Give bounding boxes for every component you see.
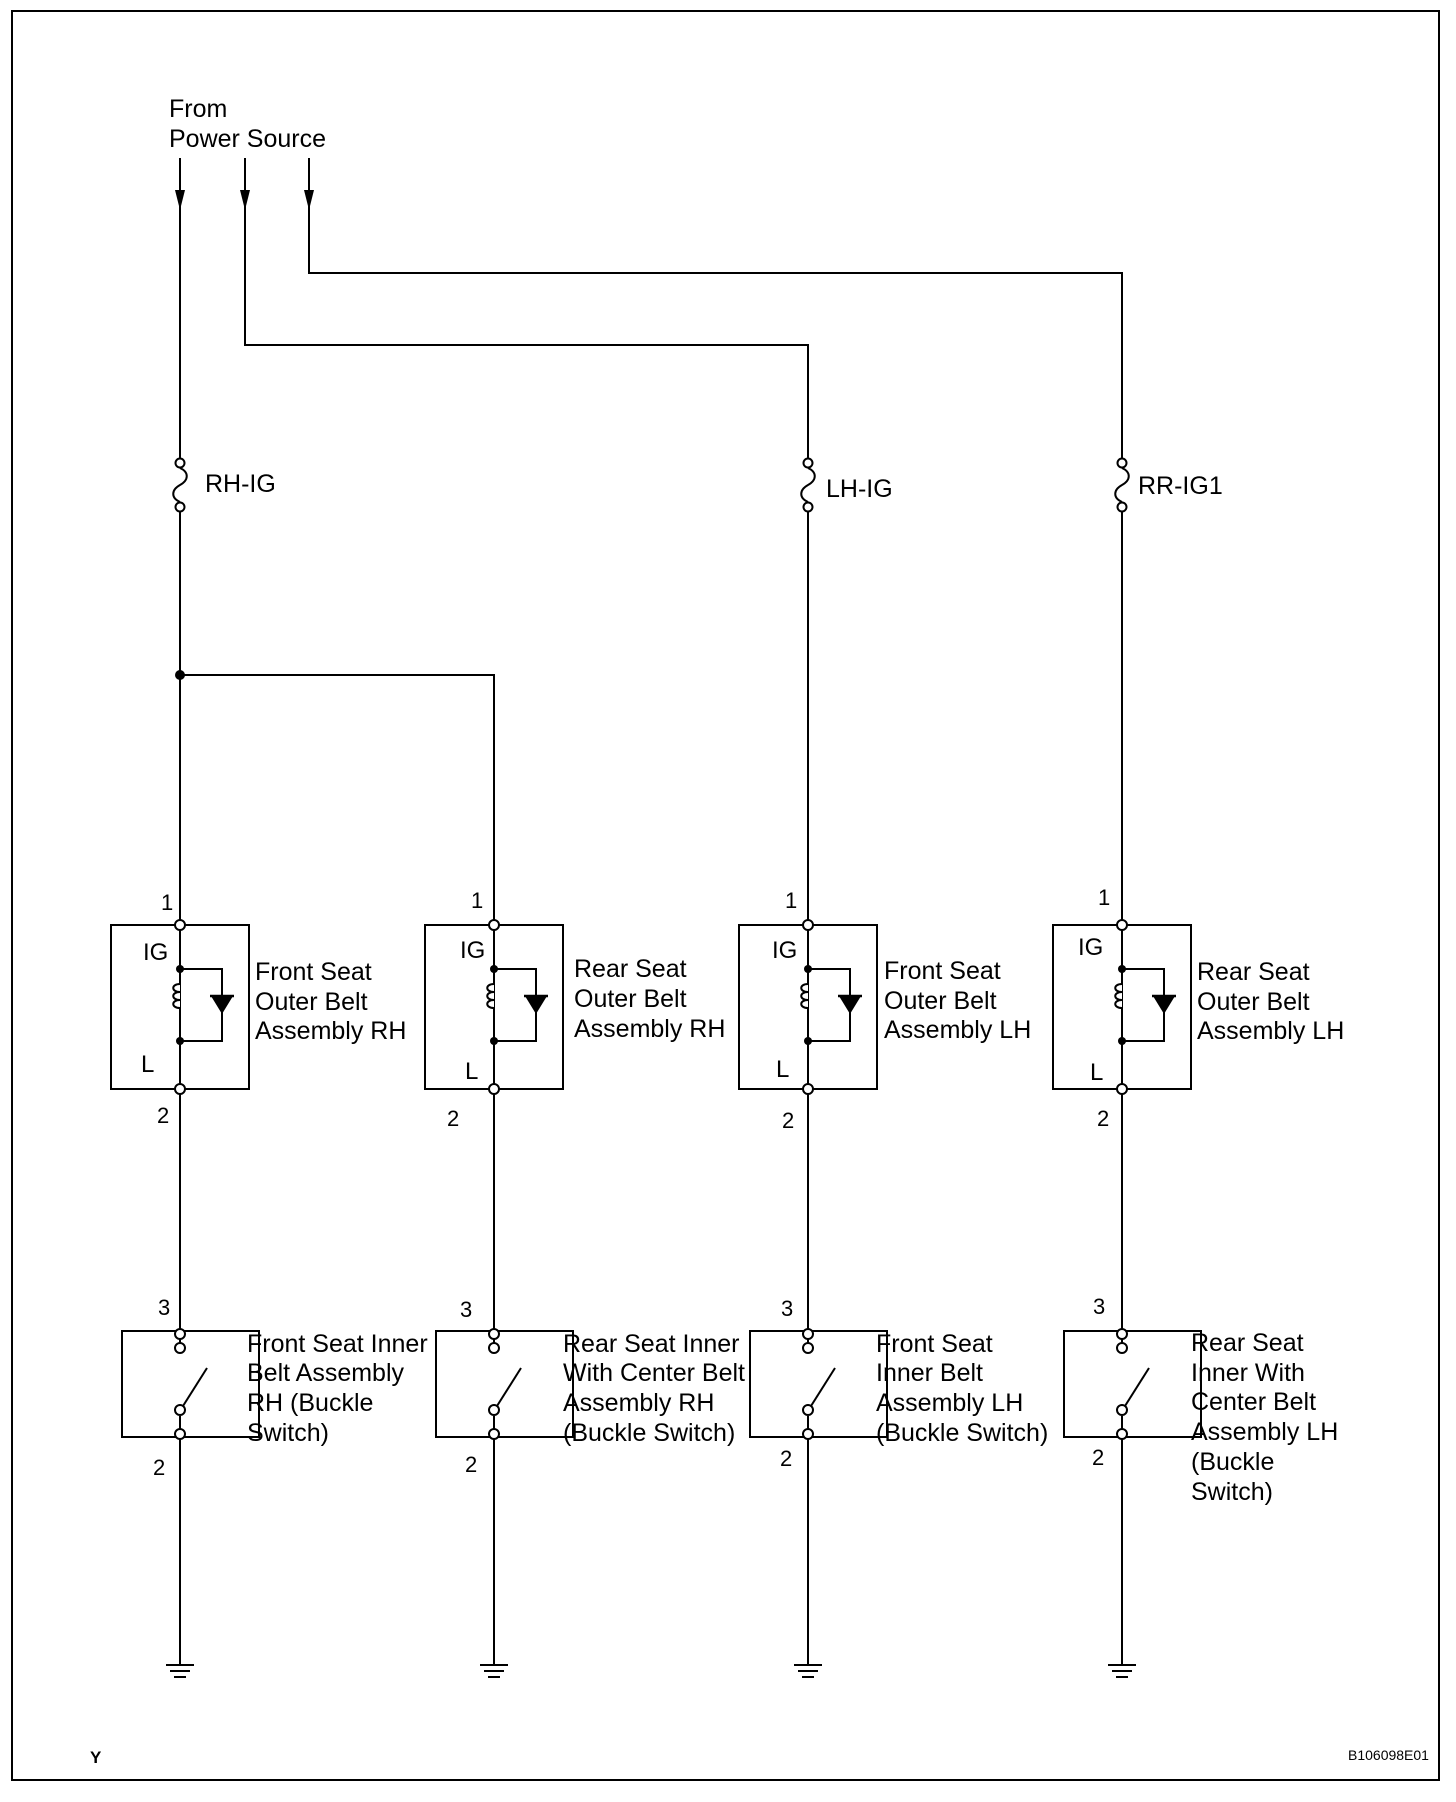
corner-left-mark: Y: [90, 1748, 102, 1767]
sensor-rear-rh-term-l: L: [465, 1058, 478, 1085]
sensor-front-lh: [737, 918, 879, 1096]
fuse-rr-symbol: [1114, 457, 1130, 513]
sensor-front-rh-term-l: L: [141, 1051, 154, 1078]
sensor-rear-rh-pin2: 2: [447, 1106, 459, 1131]
switch-front-rh-pin2: 2: [153, 1455, 165, 1480]
sensor-front-rh-pin1: 1: [161, 890, 173, 915]
source-label-line1: From: [169, 95, 227, 123]
switch-front-rh: [121, 1328, 260, 1440]
sensor-front-lh-term-ig: IG: [772, 937, 797, 964]
sensor-front-lh-term-l: L: [776, 1056, 789, 1083]
switch-rear-rh-label: Rear Seat Inner With Center Belt Assembl…: [563, 1330, 752, 1447]
ground-icon-rear-rh: [479, 1664, 509, 1678]
sensor-rear-lh-term-l: L: [1090, 1059, 1103, 1086]
fuse-lh-label: LH-IG: [826, 475, 893, 503]
switch-front-rh-label: Front Seat Inner Belt Assembly RH (Buckl…: [247, 1330, 435, 1447]
fuse-rh-symbol: [172, 457, 188, 513]
sensor-front-rh-term-ig: IG: [143, 939, 168, 966]
switch-rear-lh: [1063, 1328, 1202, 1440]
switch-rear-lh-pin3: 3: [1093, 1294, 1105, 1319]
switch-front-lh: [749, 1328, 888, 1440]
sensor-front-lh-pin2: 2: [782, 1108, 794, 1133]
ground-icon-rear-lh: [1107, 1664, 1137, 1678]
switch-front-lh-pin3: 3: [781, 1296, 793, 1321]
sensor-front-lh-label: Front Seat Outer Belt Assembly LH: [884, 957, 1031, 1044]
fuse-rr-label: RR-IG1: [1138, 472, 1223, 500]
fuse-lh-symbol: [800, 457, 816, 513]
sensor-front-rh-pin2: 2: [157, 1103, 169, 1128]
sensor-front-rh: [109, 918, 251, 1096]
diagram-frame: [11, 10, 1440, 1781]
ground-icon-front-lh: [793, 1664, 823, 1678]
sensor-front-rh-label: Front Seat Outer Belt Assembly RH: [255, 958, 406, 1045]
sensor-front-lh-pin1: 1: [785, 888, 797, 913]
junction-dot: [175, 670, 185, 680]
sensor-rear-lh-term-ig: IG: [1078, 934, 1103, 961]
sensor-rear-rh: [423, 918, 565, 1096]
switch-rear-rh-pin2: 2: [465, 1452, 477, 1477]
switch-front-lh-label: Front Seat Inner Belt Assembly LH (Buckl…: [876, 1330, 1048, 1447]
sensor-rear-lh-label: Rear Seat Outer Belt Assembly LH: [1197, 958, 1344, 1045]
wire-rear-rh-branch: [180, 674, 495, 1665]
source-label-line2: Power Source: [169, 125, 326, 153]
sensor-rear-lh-pin1: 1: [1098, 885, 1110, 910]
fuse-rh-label: RH-IG: [205, 470, 276, 498]
sensor-rear-rh-term-ig: IG: [460, 937, 485, 964]
switch-rear-rh: [435, 1328, 574, 1440]
sensor-rear-rh-pin1: 1: [471, 888, 483, 913]
switch-rear-lh-label: Rear Seat Inner With Center Belt Assembl…: [1191, 1329, 1345, 1506]
sensor-rear-rh-label: Rear Seat Outer Belt Assembly RH: [574, 955, 725, 1043]
figure-code: B106098E01: [1348, 1747, 1429, 1763]
switch-rear-rh-pin3: 3: [460, 1297, 472, 1322]
switch-front-lh-pin2: 2: [780, 1446, 792, 1471]
switch-rear-lh-pin2: 2: [1092, 1445, 1104, 1470]
switch-front-rh-pin3: 3: [158, 1295, 170, 1320]
ground-icon-front-rh: [165, 1664, 195, 1678]
sensor-rear-lh-pin2: 2: [1097, 1106, 1109, 1131]
sensor-rear-lh: [1051, 918, 1193, 1096]
